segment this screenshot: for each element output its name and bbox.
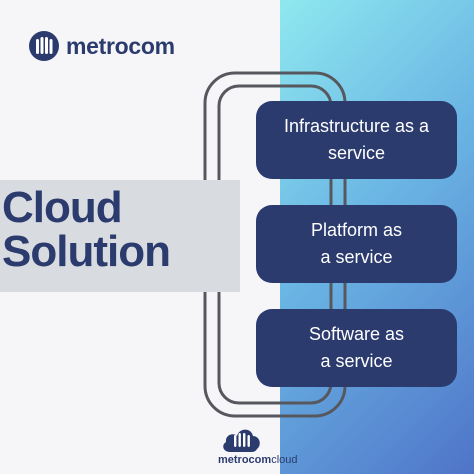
- service-label-line2: a service: [320, 247, 393, 267]
- footer-brand-text: metrocomcloud: [218, 454, 297, 466]
- title-line-2: Solution: [2, 227, 171, 276]
- footer-brand-light: cloud: [271, 454, 298, 466]
- service-label-line2: service: [327, 143, 385, 163]
- brand-header: metrocom: [28, 30, 175, 62]
- service-infrastructure: Infrastructure as a service: [256, 101, 457, 179]
- footer-brand-bold: metrocom: [218, 454, 272, 466]
- service-software: Software as a service: [256, 309, 457, 387]
- cloud-solution-box: [0, 180, 240, 292]
- service-platform: Platform as a service: [256, 205, 457, 283]
- metrocom-logo-icon: [29, 31, 59, 61]
- service-label-line2: a service: [320, 351, 393, 371]
- service-label-line1: Platform as: [310, 220, 403, 240]
- page-title: Cloud Solution: [2, 183, 171, 276]
- service-label-line1: Infrastructure as a: [283, 116, 430, 136]
- metrocomcloud-logo-icon: [223, 429, 260, 452]
- brand-name: metrocom: [66, 32, 175, 59]
- title-line-1: Cloud: [2, 183, 123, 232]
- service-label-line1: Software as: [308, 324, 405, 344]
